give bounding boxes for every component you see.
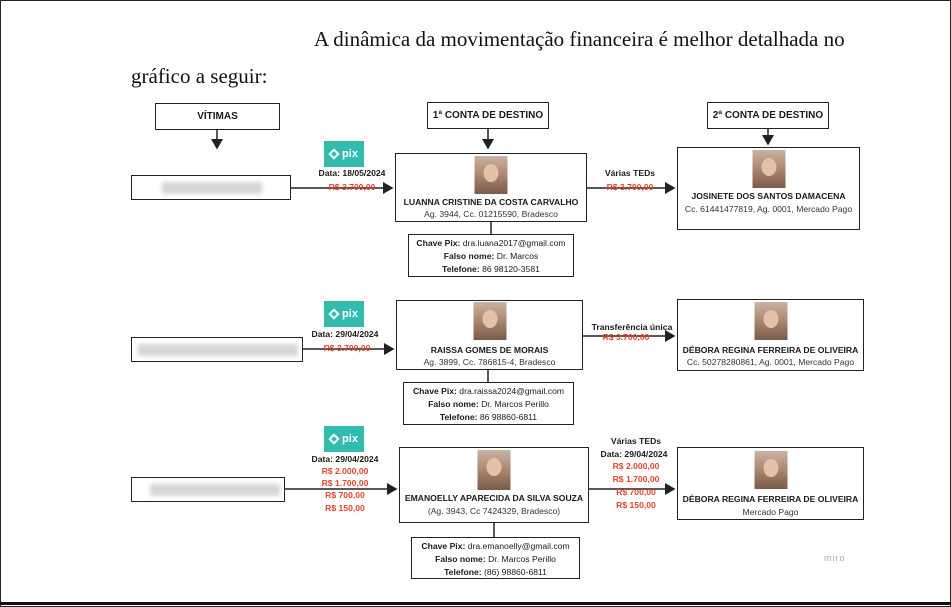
pix-icon [328, 433, 340, 445]
phone-value: 86 98120-3581 [482, 264, 540, 274]
flow-2-transfer-amount-1: R$ 3.700,00 [602, 332, 650, 342]
pix-icon [328, 308, 340, 320]
first-account-details: (Ag. 3943, Cc 7424329, Bradesco) [427, 506, 561, 516]
flow-1-date: Data: 18/05/2024 [318, 168, 386, 178]
flow-1-transfer-label: Várias TEDs [604, 168, 656, 178]
flow-3-amount-1: R$ 2.000,00 [321, 466, 369, 476]
fake-name-line: Falso nome: Dr. Marcos Perillo [412, 553, 579, 566]
pix-logo-text: pix [342, 308, 358, 320]
fake-name-label: Falso nome: [435, 554, 486, 564]
phone-line: Telefone: (86) 98860-6811 [412, 566, 579, 579]
second-account-card-3: DÉBORA REGINA FERREIRA DE OLIVEIRA Merca… [677, 447, 864, 520]
flow-3-date: Data: 29/04/2024 [311, 454, 379, 464]
pix-key-box-1: Chave Pix: dra.luana2017@gmail.com Falso… [408, 234, 574, 277]
second-account-name: JOSINETE DOS SANTOS DAMACENA [691, 191, 846, 201]
fake-name-value: Dr. Marcos [496, 251, 539, 261]
header-first-account-label: 1ª CONTA DE DESTINO [432, 110, 544, 121]
flow-3-transfer-amount-2: R$ 1.700,00 [612, 474, 660, 484]
phone-value: 86 98860-6811 [479, 412, 538, 422]
header-victims-label: VÍTIMAS [197, 111, 238, 122]
person-photo [752, 150, 785, 188]
pix-logo-2: pix [324, 301, 364, 327]
phone-label: Telefone: [442, 264, 480, 274]
pix-logo-text: pix [342, 433, 358, 445]
pix-logo-3: pix [324, 426, 364, 452]
second-account-details: Mercado Pago [742, 507, 799, 517]
second-account-name: DÉBORA REGINA FERREIRA DE OLIVEIRA [682, 345, 859, 355]
flow-1-transfer-amount-1: R$ 3.700,00 [606, 182, 654, 192]
fake-name-line: Falso nome: Dr. Marcos Perillo [404, 398, 573, 411]
person-photo [473, 302, 506, 340]
pix-key-box-3: Chave Pix: dra.emanoelly@gmail.com Falso… [411, 537, 580, 579]
second-account-details: Cc. 50278280861, Ag. 0001, Mercado Pago [686, 357, 855, 367]
first-account-card-2: RAISSA GOMES DE MORAIS Ag. 3899, Cc. 786… [396, 300, 583, 370]
person-photo [754, 451, 787, 489]
second-account-name: DÉBORA REGINA FERREIRA DE OLIVEIRA [682, 494, 859, 504]
pix-key-box-2: Chave Pix: dra.raissa2024@gmail.com Fals… [403, 382, 574, 425]
pix-key-value: dra.luana2017@gmail.com [462, 238, 566, 248]
pix-logo-1: pix [324, 141, 364, 167]
pix-key-line: Chave Pix: dra.luana2017@gmail.com [409, 237, 573, 250]
flow-3-transfer-date: Data: 29/04/2024 [600, 449, 668, 459]
second-account-card-1: JOSINETE DOS SANTOS DAMACENA Cc. 6144147… [677, 147, 860, 230]
intro-line-2: gráfico a seguir: [131, 64, 268, 88]
pix-key-label: Chave Pix: [416, 238, 461, 248]
victim-redacted-1 [131, 175, 291, 200]
pix-key-label: Chave Pix: [412, 386, 457, 396]
phone-label: Telefone: [439, 412, 478, 422]
pix-icon [328, 148, 340, 160]
person-photo [477, 450, 511, 490]
victim-redacted-3 [131, 477, 285, 502]
flow-3-amount-2: R$ 1.700,00 [321, 478, 369, 488]
pix-key-value: dra.raissa2024@gmail.com [459, 386, 565, 396]
flow-3-amount-3: R$ 700,00 [325, 490, 365, 500]
first-account-name: LUANNA CRISTINE DA COSTA CARVALHO [403, 197, 579, 207]
intro-line-1: A dinâmica da movimentação financeira é … [314, 27, 845, 51]
miro-watermark: miro [824, 553, 846, 563]
pix-key-line: Chave Pix: dra.emanoelly@gmail.com [412, 540, 579, 553]
flow-3-transfer-amount-3: R$ 700,00 [616, 487, 656, 497]
phone-line: Telefone: 86 98860-6811 [404, 411, 573, 424]
header-victims: VÍTIMAS [155, 103, 280, 130]
flow-2-date: Data: 29/04/2024 [311, 329, 379, 339]
victim-redacted-2 [131, 337, 303, 362]
header-second-account-label: 2ª CONTA DE DESTINO [712, 110, 824, 121]
flow-2-transfer-label: Transferência única [591, 322, 673, 332]
first-account-card-1: LUANNA CRISTINE DA COSTA CARVALHO Ag. 39… [395, 153, 587, 222]
bottom-rule [0, 602, 951, 605]
fake-name-label: Falso nome: [443, 251, 495, 261]
header-first-account: 1ª CONTA DE DESTINO [427, 102, 549, 129]
flow-1-amount-1: R$ 3.700,00 [328, 182, 376, 192]
header-second-account: 2ª CONTA DE DESTINO [707, 102, 829, 129]
fake-name-label: Falso nome: [428, 399, 479, 409]
flow-3-transfer-amount-1: R$ 2.000,00 [612, 461, 660, 471]
fake-name-value: Dr. Marcos Perillo [481, 399, 549, 409]
second-account-details: Cc. 61441477819, Ag. 0001, Mercado Pago [684, 204, 853, 214]
phone-label: Telefone: [444, 567, 482, 577]
phone-value: (86) 98860-6811 [484, 567, 547, 577]
flow-3-transfer-label: Várias TEDs [610, 436, 662, 446]
first-account-details: Ag. 3944, Cc. 01215590, Bradesco [424, 209, 558, 219]
person-photo [754, 302, 787, 340]
first-account-name: EMANOELLY APARECIDA DA SILVA SOUZA [404, 493, 584, 503]
pix-logo-text: pix [342, 148, 358, 160]
pix-key-line: Chave Pix: dra.raissa2024@gmail.com [404, 385, 573, 398]
fake-name-line: Falso nome: Dr. Marcos [409, 250, 573, 263]
flow-3-amount-4: R$ 150,00 [325, 503, 365, 513]
first-account-details: Ag. 3899, Cc. 786815-4, Bradesco [423, 357, 556, 367]
phone-line: Telefone: 86 98120-3581 [409, 263, 573, 276]
first-account-card-3: EMANOELLY APARECIDA DA SILVA SOUZA (Ag. … [399, 447, 589, 523]
flow-3-transfer-amount-4: R$ 150,00 [616, 500, 656, 510]
second-account-card-2: DÉBORA REGINA FERREIRA DE OLIVEIRA Cc. 5… [677, 299, 864, 371]
fake-name-value: Dr. Marcos Perillo [488, 554, 556, 564]
pix-key-value: dra.emanoelly@gmail.com [467, 541, 570, 551]
first-account-name: RAISSA GOMES DE MORAIS [430, 345, 549, 355]
flow-2-amount-1: R$ 3.700,00 [323, 343, 371, 353]
pix-key-label: Chave Pix: [421, 541, 466, 551]
person-photo [474, 156, 508, 194]
